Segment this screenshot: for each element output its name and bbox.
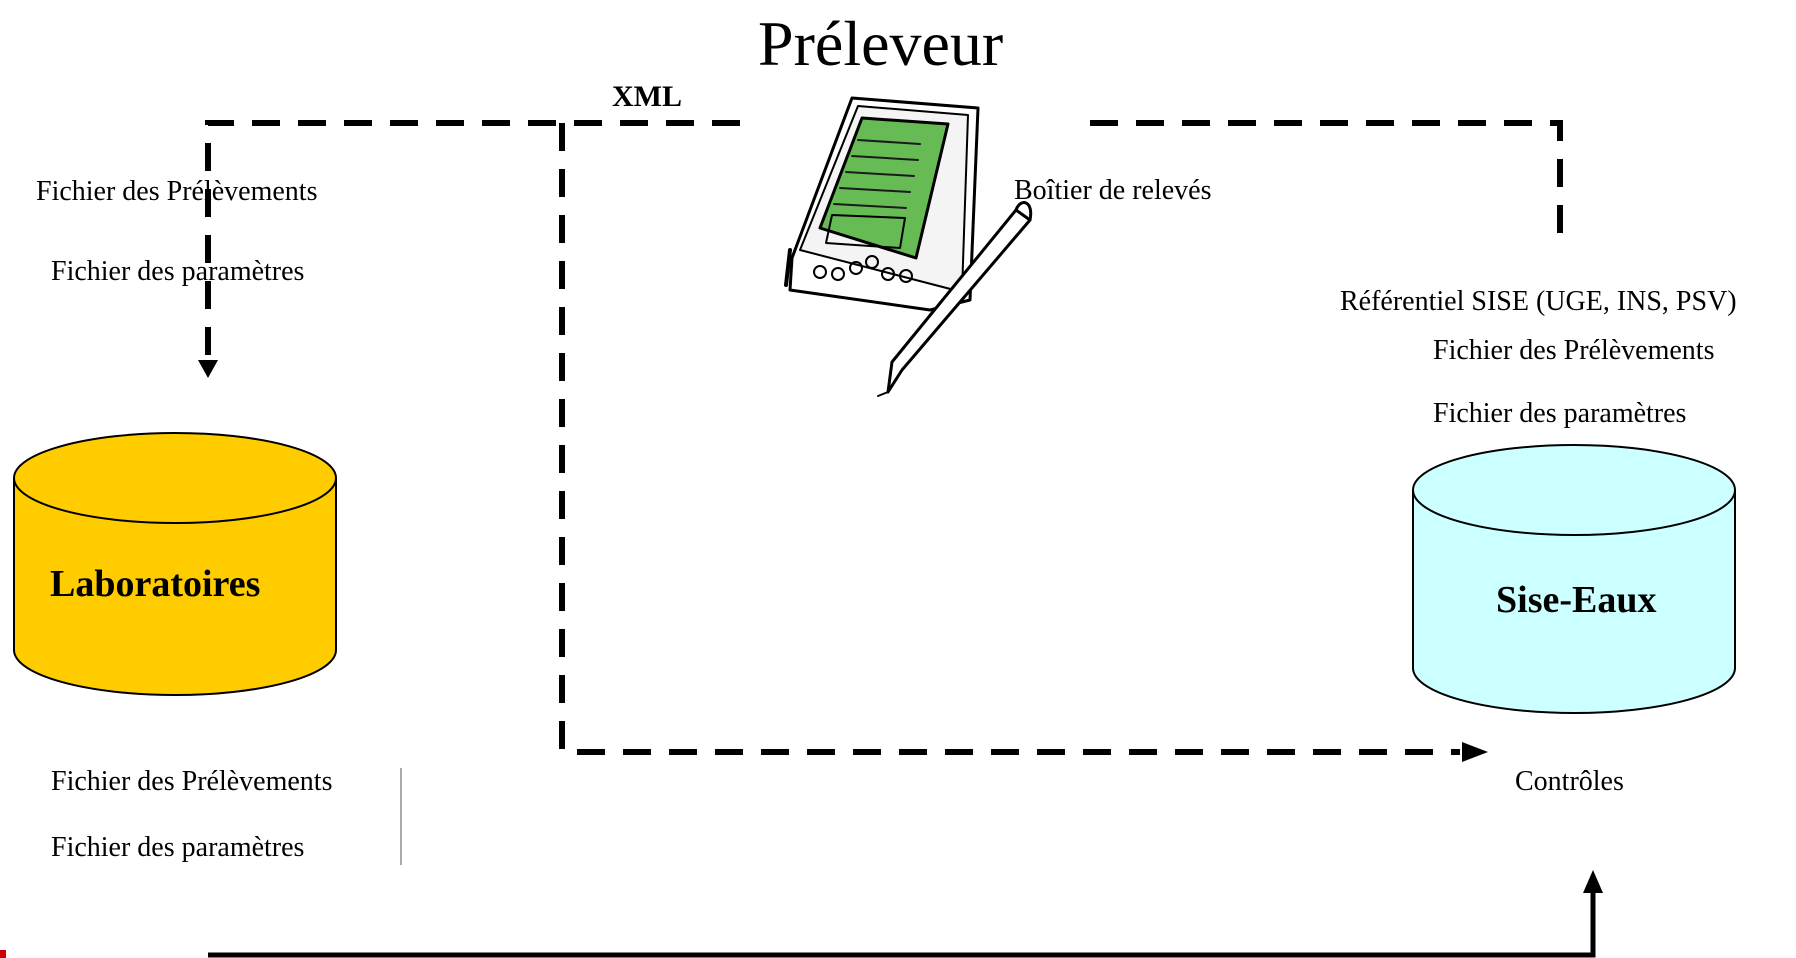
left-bottom-prelevements-label: Fichier des Prélèvements: [51, 766, 333, 797]
device-label: Boîtier de relevés: [1014, 175, 1212, 206]
right-prelevements-label: Fichier des Prélèvements: [1433, 335, 1715, 366]
flow-laboratoires-to-controles: [208, 890, 1596, 958]
sise-eaux-body: [1412, 490, 1736, 714]
laboratoires-top: [13, 432, 337, 524]
left-top-prelevements-label: Fichier des Prélèvements: [36, 176, 318, 207]
arrow-head-laboratoires: [198, 360, 218, 378]
flow-device-to-sise-eaux: [1090, 120, 1563, 245]
controles-label: Contrôles: [1515, 766, 1624, 797]
red-marker: [0, 950, 6, 958]
sise-eaux-top: [1412, 444, 1736, 536]
laboratoires-body: [13, 478, 337, 696]
xml-label: XML: [612, 80, 682, 113]
left-top-parametres-label: Fichier des paramètres: [51, 256, 305, 287]
page-title: Préleveur: [758, 8, 1004, 79]
arrow-head-controles: [1462, 742, 1488, 762]
left-bottom-parametres-label: Fichier des paramètres: [51, 832, 305, 863]
laboratoires-label: Laboratoires: [50, 563, 261, 605]
flow-device-to-laboratoires: [205, 120, 740, 355]
flow-xml-to-controles: [559, 123, 1460, 755]
arrow-head-controles-up: [1583, 870, 1603, 893]
database-sise-eaux: [1412, 444, 1736, 714]
right-parametres-label: Fichier des paramètres: [1433, 398, 1687, 429]
pda-device-icon: [784, 96, 1033, 397]
right-referentiel-label: Référentiel SISE (UGE, INS, PSV): [1340, 286, 1737, 317]
sise-eaux-label: Sise-Eaux: [1496, 579, 1657, 621]
database-laboratoires: [13, 432, 337, 696]
